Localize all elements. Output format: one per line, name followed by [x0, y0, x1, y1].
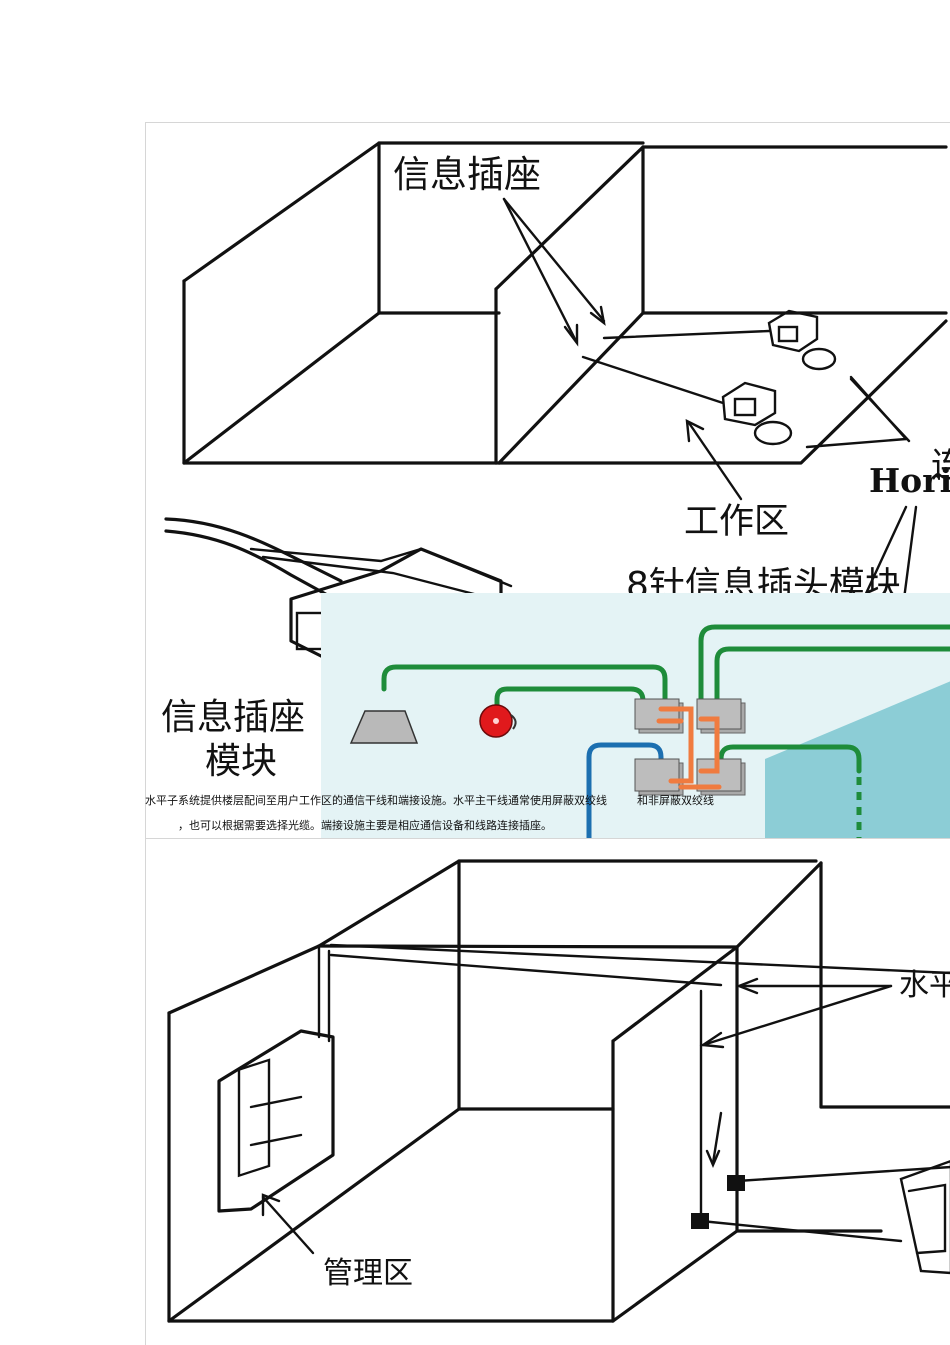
telephone-icon [767, 309, 837, 371]
left-room-outline [182, 141, 645, 465]
caption-line-2: ，也可以根据需要选择光缆。端接设施主要是相应通信设备和线路连接插座。 [178, 819, 552, 832]
caption-line-1-part-a: 水平子系统提供楼层配间至用户工作区的通信干线和端接设施。水平主干线通常使用屏蔽双… [145, 794, 607, 807]
management-area-label: 管理区 [323, 1256, 413, 1291]
horizontal-wiring [329, 943, 950, 1243]
horizontal-cn-label: 水平 [899, 968, 950, 1003]
horizontal-arrows [699, 977, 893, 1049]
outlet-label: 信息插座 [393, 153, 541, 196]
management-area-figure: 管理区 水平 [145, 838, 950, 1345]
green-cables [381, 624, 950, 774]
junction-box [727, 1175, 745, 1191]
outlet-module-label-line2: 模块 [205, 741, 277, 782]
cut-off-label: 连 [931, 446, 950, 486]
outlet-module-label-line1: 信息插座 [161, 697, 305, 738]
management-arrow [261, 1193, 315, 1255]
horizontal-label: Horiz [869, 461, 950, 500]
caption-line-1: 水平子系统提供楼层配间至用户工作区的通信干线和端接设施。水平主干线通常使用屏蔽双… [145, 794, 714, 808]
work-area-label: 工作区 [684, 502, 789, 542]
office-sketch: 信息插座 工作区 连 Horiz 8针信息插头模块 信息插座 模块 [161, 141, 950, 839]
patch-cords [656, 706, 722, 790]
horizontal-subsystem-figure: 信息插座 工作区 连 Horiz 8针信息插头模块 信息插座 模块 [145, 122, 950, 839]
caption-line-1-part-b: 和非屏蔽双绞线 [637, 794, 714, 807]
right-room-outline [494, 145, 948, 465]
room-outline [167, 859, 950, 1323]
patch-panel-bottom [634, 758, 746, 796]
wiring-inset [321, 593, 950, 839]
junction-box [691, 1213, 709, 1229]
speaker-icon [349, 710, 419, 744]
telephone-icon [721, 381, 793, 446]
distribution-frame [217, 945, 335, 1213]
workstation-sketch [899, 1160, 950, 1275]
bell-icon [479, 704, 517, 738]
outlet-cables [581, 329, 908, 449]
blue-cable [586, 742, 664, 839]
floor-sketch: 管理区 水平 [167, 859, 950, 1323]
outlet-pointer-arrows [502, 197, 743, 501]
